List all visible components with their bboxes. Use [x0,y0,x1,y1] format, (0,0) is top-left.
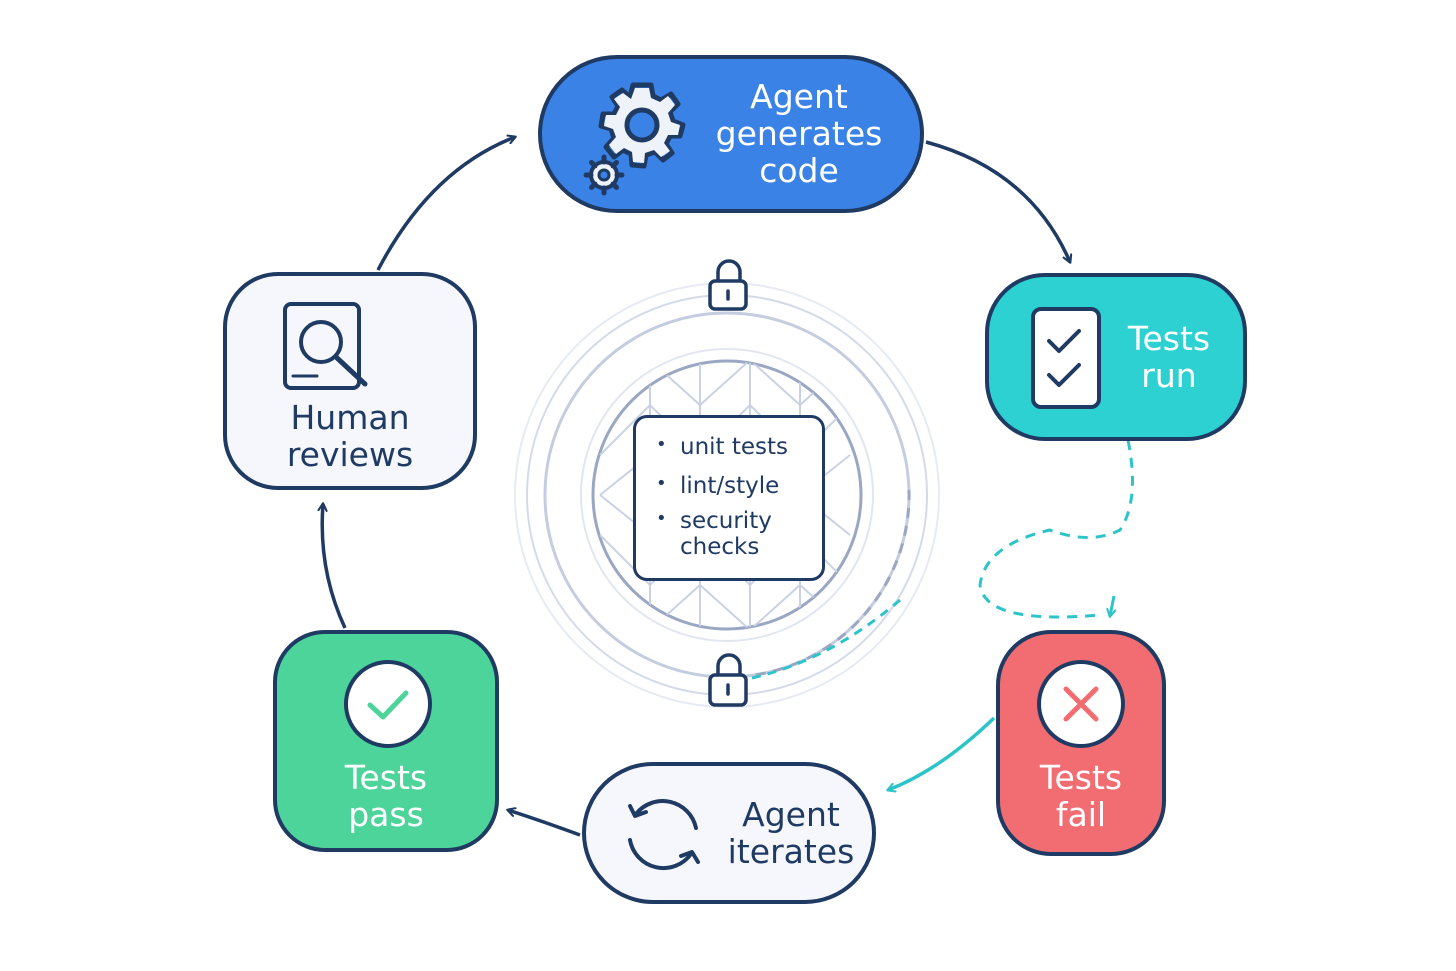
arrow-fail-to-iterate [888,716,996,790]
lock-icon [708,259,748,311]
document-search-icon [283,302,368,390]
label-line: run [1141,355,1197,395]
arrow-pass-to-review [322,504,347,629]
node-label: Tests pass [277,758,495,834]
refresh-icon [628,799,700,871]
list-item-text: checks [680,533,760,560]
checks-box: unit tests lint/style security checks [633,415,825,581]
arrow-review-to-generate [376,137,515,271]
node-agent-generates-code: Agent generates code [538,55,924,213]
node-label: Tests fail [1000,758,1162,834]
label-line: Agent [742,795,840,834]
label-line: Tests [1039,758,1123,797]
node-tests-pass: Tests pass [273,630,499,852]
checklist-icon [1031,307,1101,409]
list-item-text: unit tests [680,434,789,460]
x-icon [1037,660,1125,748]
arrowhead-run-to-fail [1110,595,1114,616]
label-line: Tests [344,758,428,797]
list-item-text: lint/style [680,473,780,499]
label-line: code [759,150,839,190]
arrow-generate-to-run [925,140,1070,262]
label-line: Tests [1127,319,1211,358]
check-icon [344,660,432,748]
dashed-connector [751,598,901,680]
label-line: Agent [750,77,848,116]
list-item: unit tests [656,434,789,461]
node-agent-iterates: Agent iterates [582,762,876,904]
gears-icon [583,82,686,196]
list-item-text: security [680,508,772,534]
list-item: security checks [656,508,772,561]
node-label: Human reviews [227,398,473,474]
label-line: iterates [727,831,855,871]
node-human-reviews: Human reviews [223,272,477,490]
arrow-iterate-to-pass [508,810,581,837]
node-tests-run: Tests run [985,273,1247,441]
node-label: Agent iterates [706,795,876,871]
node-tests-fail: Tests fail [996,630,1166,856]
label-line: Human [290,398,410,437]
arrow-run-to-fail [978,439,1134,619]
node-label: Tests run [1109,319,1229,395]
lock-icon [708,653,748,707]
label-line: reviews [286,434,414,474]
label-line: fail [1055,794,1107,834]
list-item: lint/style [656,473,780,500]
label-line: generates [715,113,883,153]
node-label: Agent generates code [692,77,906,190]
label-line: pass [348,794,424,834]
